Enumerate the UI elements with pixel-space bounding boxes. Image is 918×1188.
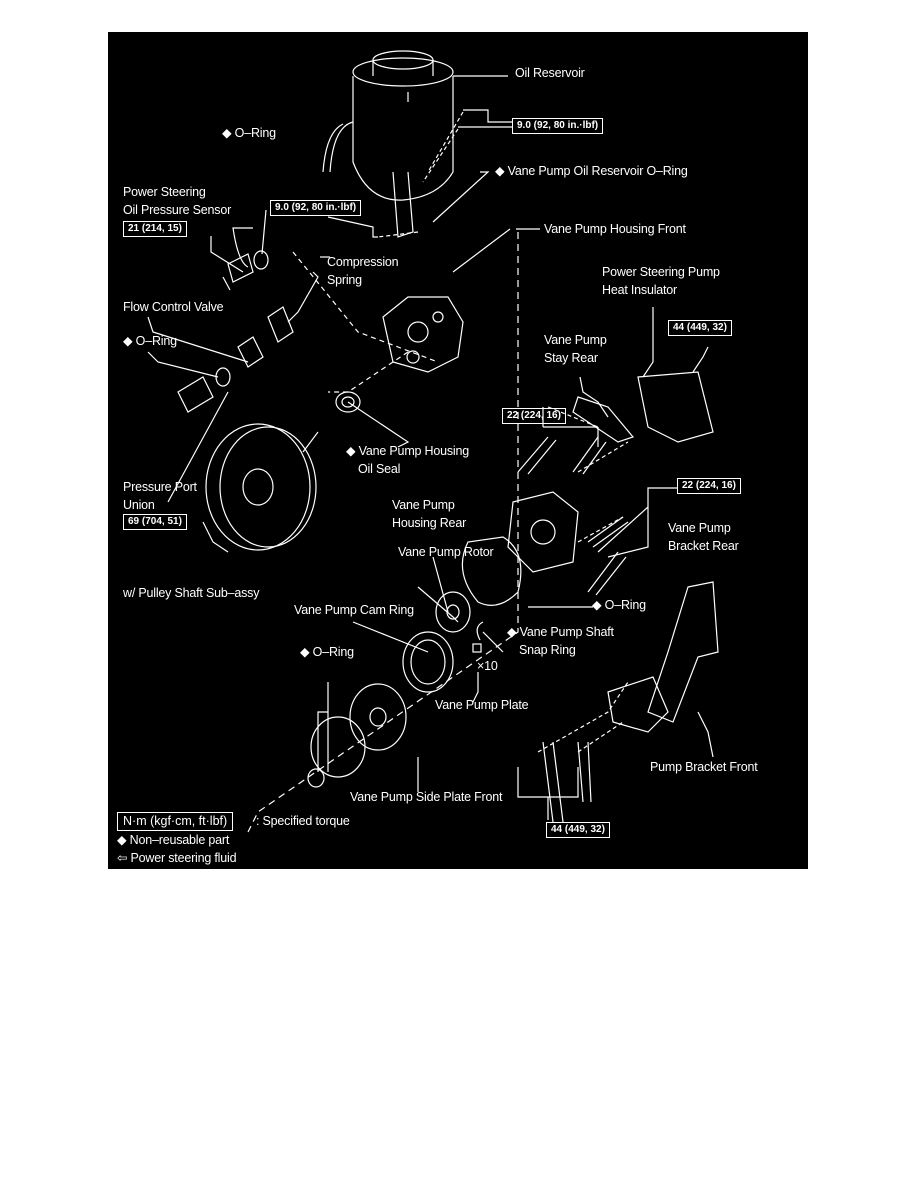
rotor-cam-drawing — [307, 591, 484, 788]
snap-ring-label-2: Snap Ring — [519, 643, 576, 657]
torque-housing-rear: 22 (224, 16) — [677, 478, 741, 494]
heat-insulator-label-2: Heat Insulator — [602, 283, 678, 297]
housing-rear-label-1: Vane Pump — [392, 498, 455, 512]
legend-torque-unit: N·m (kgf·cm, ft·lbf) — [117, 812, 234, 831]
pressure-port-label-1: Pressure Port — [123, 480, 197, 494]
housing-front-drawing — [382, 296, 464, 373]
reservoir-o-ring-label: ◆ Vane Pump Oil Reservoir O–Ring — [495, 164, 688, 178]
torque-stay: 22 (224, 16) — [502, 408, 566, 424]
torque-reservoir-upper: 9.0 (92, 80 in.·lbf) — [512, 118, 604, 134]
bolts-drawing — [517, 436, 629, 823]
stay-rear-label-1: Vane Pump — [544, 333, 607, 347]
snap-ring-label-1: ◆ Vane Pump Shaft — [507, 625, 614, 639]
torque-reservoir-lower: 9.0 (92, 80 in.·lbf) — [270, 200, 362, 216]
x10-label: ×10 — [477, 659, 498, 673]
housing-front-label: Vane Pump Housing Front — [544, 222, 686, 236]
small-parts-drawing — [177, 250, 361, 413]
torque-port-union: 69 (704, 51) — [123, 514, 187, 530]
bracket-rear-label-2: Bracket Rear — [668, 539, 739, 553]
compression-spring-label-1: Compression — [327, 255, 399, 269]
leader-lines — [147, 75, 714, 833]
compression-spring-label-2: Spring — [327, 273, 362, 287]
pressure-port-label-2: Union — [123, 498, 155, 512]
o-ring-left-label: ◆ O–Ring — [123, 334, 177, 348]
heat-insulator-label-1: Power Steering Pump — [602, 265, 720, 279]
brackets-drawing — [607, 581, 719, 733]
legend-fluid: ⇦ Power steering fluid — [117, 851, 237, 865]
o-ring-top-label: ◆ O–Ring — [222, 126, 276, 140]
oil-reservoir-label: Oil Reservoir — [515, 66, 585, 80]
pulley-shaft-label: w/ Pulley Shaft Sub–assy — [123, 586, 260, 600]
torque-sensor: 21 (214, 15) — [123, 221, 187, 237]
rotor-label: Vane Pump Rotor — [398, 545, 494, 559]
bracket-rear-label-1: Vane Pump — [668, 521, 731, 535]
housing-rear-label-2: Housing Rear — [392, 516, 467, 530]
pressure-sensor-label-2: Oil Pressure Sensor — [123, 203, 232, 217]
side-plate-front-label: Vane Pump Side Plate Front — [350, 790, 503, 804]
flow-control-valve-label: Flow Control Valve — [123, 300, 224, 314]
pressure-sensor-label-1: Power Steering — [123, 185, 206, 199]
insulator-stay-drawing — [572, 346, 714, 443]
oil-seal-label-2: Oil Seal — [358, 462, 401, 476]
torque-insulator: 44 (449, 32) — [668, 320, 732, 336]
bracket-front-label: Pump Bracket Front — [650, 760, 758, 774]
legend-non-reusable: ◆ Non–reusable part — [117, 833, 230, 847]
legend-torque-desc: : Specified torque — [256, 814, 350, 828]
diagram-panel: Oil Reservoir 9.0 (92, 80 in.·lbf) ◆ O–R… — [108, 32, 808, 869]
cam-ring-label: Vane Pump Cam Ring — [294, 603, 414, 617]
housing-rear-drawing — [461, 491, 579, 606]
stay-rear-label-2: Stay Rear — [544, 351, 598, 365]
plate-label: Vane Pump Plate — [435, 698, 529, 712]
oil-reservoir-drawing — [322, 50, 454, 238]
torque-bracket-bolts: 44 (449, 32) — [546, 822, 610, 838]
exploded-view-drawing — [147, 50, 719, 833]
o-ring-right-label: ◆ O–Ring — [592, 598, 646, 612]
o-ring-bottom-label: ◆ O–Ring — [300, 645, 354, 659]
oil-seal-label-1: ◆ Vane Pump Housing — [346, 444, 470, 458]
pulley-drawing — [205, 423, 319, 551]
